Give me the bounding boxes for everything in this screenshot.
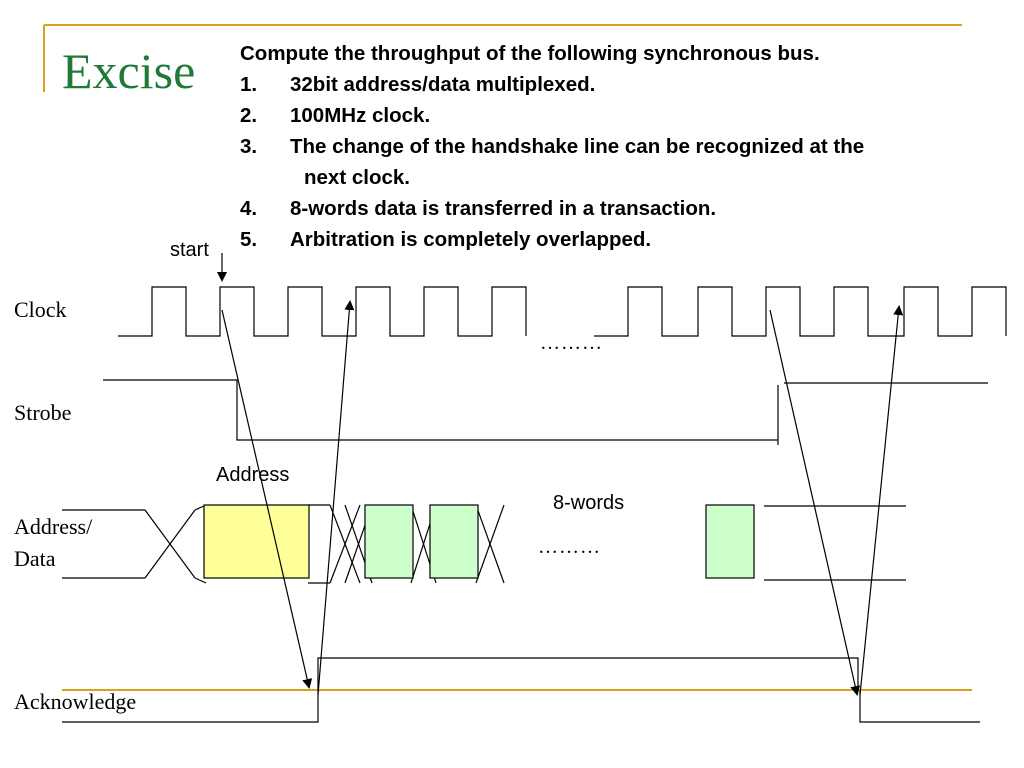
problem-statement: Compute the throughput of the following … [240,38,1020,255]
item-text: 100MHz clock. [290,104,431,127]
problem-item: 2. 100MHz clock. [240,100,1020,131]
handshake-arrow [221,309,313,689]
data-word-block [364,504,414,579]
item-number: 2. [240,104,258,127]
item-text-continued: next clock. [304,166,410,189]
acknowledge-waveform-right [859,690,980,723]
problem-item: 5. Arbitration is completely overlapped. [240,224,1020,255]
signal-label-strobe: Strobe [14,400,72,425]
address-block [203,504,310,579]
item-text: Arbitration is completely overlapped. [290,228,652,251]
data-word-block [705,504,755,579]
title-rules [43,24,962,92]
handshake-arrow [769,309,861,696]
acknowledge-waveform-left [62,657,859,723]
handshake-arrow [859,305,904,696]
address-label: Address [216,464,290,486]
problem-heading: Compute the throughput of the following … [240,42,820,65]
problem-item: 4. 8-words data is transferred in a tran… [240,193,1020,224]
data-ellipsis: ……… [538,536,601,558]
start-label: start [170,239,209,261]
item-number: 3. [240,135,258,158]
data-word-block [429,504,479,579]
item-number: 5. [240,228,258,251]
signal-label-address-data-line2: Data [14,546,56,571]
strobe-waveform-left [103,379,778,441]
clock-waveform-right [594,286,1007,337]
address-data-bus [62,504,906,584]
signal-label-clock: Clock [14,297,67,322]
item-text: The change of the handshake line can be … [290,135,865,158]
clock-ellipsis: ……… [540,332,603,354]
item-number: 4. [240,197,258,220]
signal-label-acknowledge: Acknowledge [14,689,137,714]
item-text: 32bit address/data multiplexed. [290,73,596,96]
slide-title: Excise [62,43,196,99]
words-label: 8-words [553,492,625,514]
problem-item: 3. The change of the handshake line can … [240,131,1020,193]
problem-item: 1. 32bit address/data multiplexed. [240,69,1020,100]
handshake-arrow [317,300,355,696]
signal-label-address-data-line1: Address/ [14,514,93,539]
item-number: 1. [240,73,258,96]
clock-waveform-left [118,286,527,337]
item-text: 8-words data is transferred in a transac… [290,197,717,220]
